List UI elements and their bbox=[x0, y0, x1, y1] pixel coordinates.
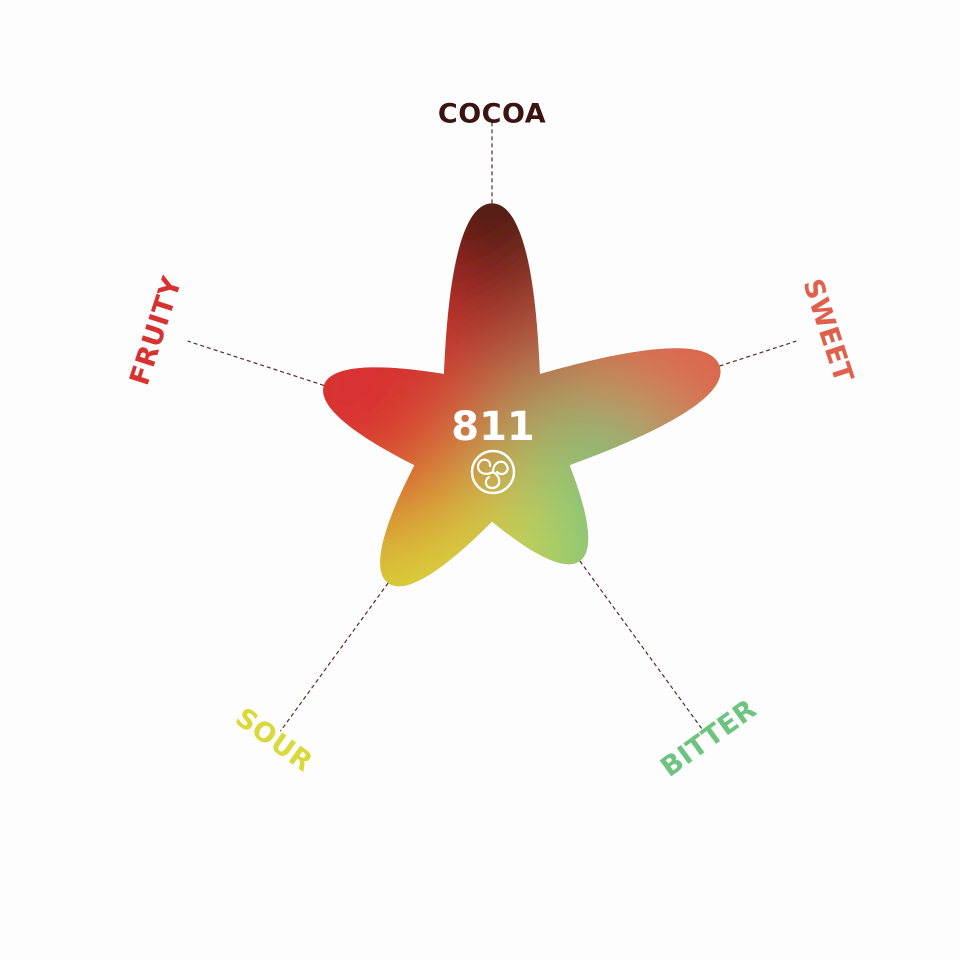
triskelion-icon bbox=[470, 449, 516, 495]
center-value: 811 bbox=[451, 404, 535, 450]
guide-line-bitter bbox=[579, 560, 705, 732]
axis-label-sweet: SWEET bbox=[796, 275, 859, 386]
guide-line-sweet bbox=[719, 340, 797, 367]
flavor-color-fruity bbox=[323, 245, 505, 546]
center-badge: 811 bbox=[451, 404, 535, 495]
flavor-shape-group bbox=[323, 203, 721, 587]
axis-label-bitter: BITTER bbox=[655, 694, 762, 784]
flavor-shape bbox=[323, 203, 721, 587]
guide-line-sour bbox=[279, 582, 389, 732]
axis-label-sour: SOUR bbox=[230, 702, 319, 778]
axis-guides bbox=[187, 120, 797, 732]
axis-label-fruity: FRUITY bbox=[124, 273, 188, 389]
axis-label-cocoa: COCOA bbox=[438, 99, 546, 130]
guide-line-fruity bbox=[187, 340, 325, 386]
